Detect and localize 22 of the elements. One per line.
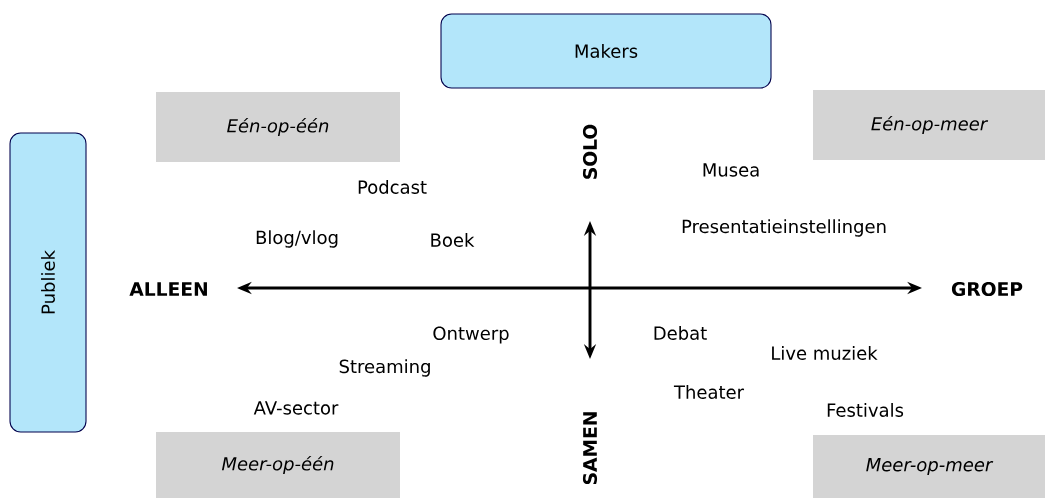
axis-label: SAMEN bbox=[582, 412, 598, 485]
sector-label: Musea bbox=[703, 163, 759, 177]
sector-label: Presentatieinstellingen bbox=[682, 219, 886, 237]
sector-label: Theater bbox=[673, 385, 744, 399]
quadrant-box: Meer-op-meer bbox=[813, 435, 1045, 498]
sector-label: AV-sector bbox=[253, 401, 339, 415]
sector-label: Podcast bbox=[358, 180, 427, 194]
sector-label: Boek bbox=[431, 233, 475, 247]
sector-label: Ontwerp bbox=[433, 326, 509, 344]
sector-label: Blog/vlog bbox=[256, 230, 338, 248]
sector-label: Live muziek bbox=[772, 346, 878, 360]
quadrant-box: Eén-op-één bbox=[156, 92, 400, 162]
axis-label: SOLO bbox=[582, 124, 598, 179]
sector-label: Festivals bbox=[827, 403, 904, 417]
quadrant-box: Meer-op-één bbox=[156, 432, 400, 498]
role-box: Publiek bbox=[9, 132, 87, 433]
quadrant-box: Eén-op-meer bbox=[813, 90, 1045, 160]
role-box: Makers bbox=[440, 13, 772, 89]
sector-label: Debat bbox=[654, 326, 707, 340]
axis-label: GROEP bbox=[951, 281, 1023, 297]
sector-label: Streaming bbox=[339, 359, 430, 377]
axis-label: ALLEEN bbox=[129, 282, 207, 296]
